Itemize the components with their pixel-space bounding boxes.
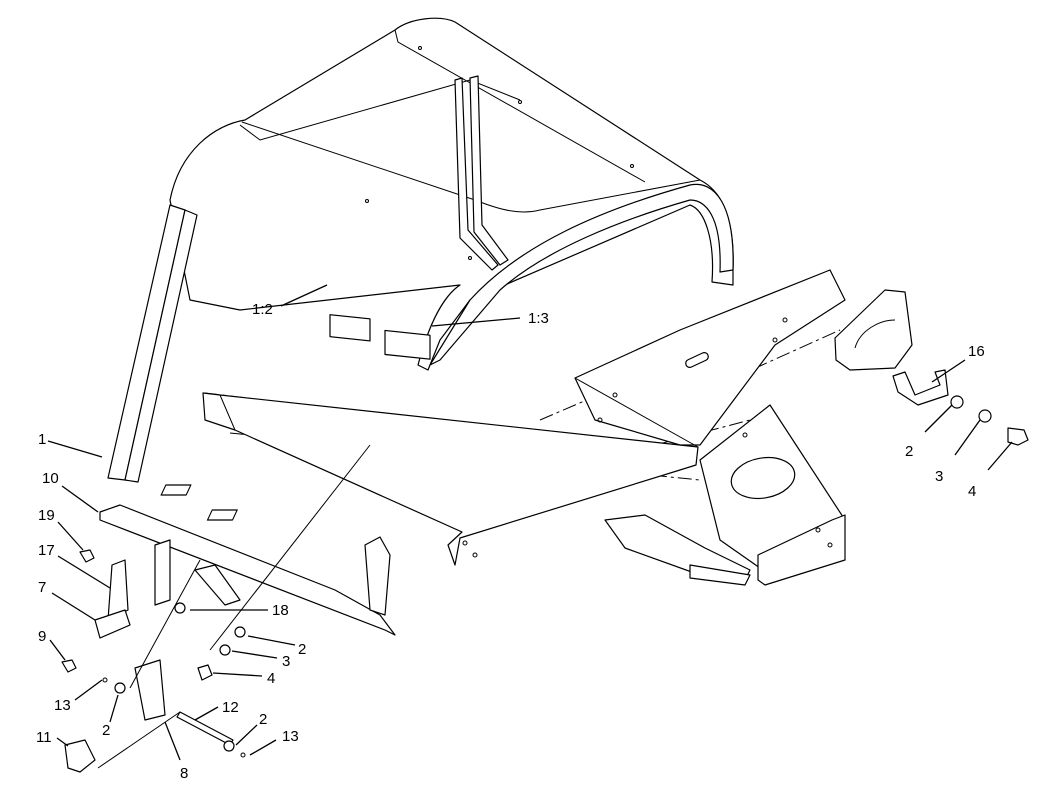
leader-lines — [47, 284, 1013, 761]
callout-1-2: 1:2 — [252, 301, 273, 318]
rear-mount-bracket — [834, 289, 1029, 446]
canopy-frame — [107, 17, 734, 483]
chassis-frame — [160, 269, 846, 586]
bolt-4-right — [1007, 427, 1029, 446]
part-8-arm — [134, 659, 166, 721]
callout-18: 18 — [272, 602, 289, 619]
roller-11 — [64, 739, 96, 773]
decal-1-2 — [329, 314, 371, 342]
callout-2-left: 2 — [102, 722, 110, 739]
callout-10: 10 — [42, 470, 59, 487]
decal-1-3 — [384, 329, 431, 360]
callout-13-left: 13 — [54, 697, 71, 714]
callout-2-mid: 2 — [298, 641, 306, 658]
callout-4-right: 4 — [968, 483, 976, 500]
lockwasher-3-right — [978, 409, 992, 423]
callout-17: 17 — [38, 542, 55, 559]
part-10-bar — [99, 504, 396, 636]
part-16-clip — [892, 369, 949, 406]
callout-1-3: 1:3 — [528, 310, 549, 327]
nut-19 — [79, 549, 95, 563]
callout-11: 11 — [36, 729, 52, 746]
part-17 — [107, 559, 129, 621]
callout-1: 1 — [38, 431, 46, 448]
front-bracket-assembly — [61, 444, 396, 773]
callout-19: 19 — [38, 507, 55, 524]
callout-9: 9 — [38, 628, 46, 645]
callout-7: 7 — [38, 579, 46, 596]
bolt-9 — [61, 659, 77, 673]
part-7 — [94, 609, 131, 639]
callout-13-right: 13 — [282, 728, 299, 745]
callout-3-right: 3 — [935, 468, 943, 485]
callout-8: 8 — [180, 765, 188, 782]
callout-labels: 1 10 19 17 7 9 13 2 11 8 12 2 13 18 2 3 … — [36, 301, 985, 782]
callout-2-right: 2 — [905, 443, 913, 460]
callout-12: 12 — [222, 699, 239, 716]
callout-3-mid: 3 — [282, 653, 290, 670]
callout-4-mid: 4 — [267, 670, 275, 687]
washer-2-right — [950, 395, 964, 409]
callout-16: 16 — [968, 343, 985, 360]
callout-2-lower: 2 — [259, 711, 267, 728]
pin-12 — [176, 711, 234, 746]
bolt-18 — [174, 602, 186, 614]
